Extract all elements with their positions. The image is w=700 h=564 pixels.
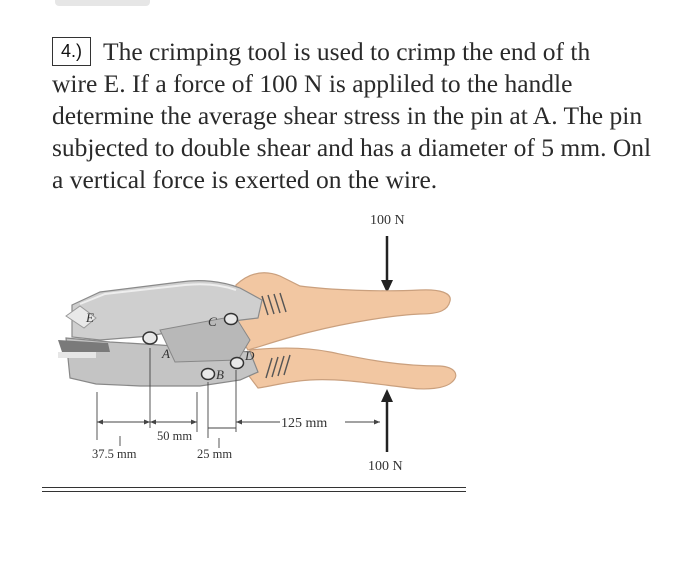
jaw-slot [58, 340, 110, 352]
dimension-25mm: 25 mm [197, 447, 232, 461]
pin-b [200, 367, 216, 381]
dimension-125mm: 125 mm [281, 416, 327, 431]
middle-link [159, 315, 251, 363]
pin-c [223, 312, 239, 326]
lower-handle [245, 347, 457, 390]
upper-grip-lines [261, 292, 287, 316]
upper-jaw-highlight [79, 283, 237, 305]
lower-grip-lines [265, 354, 291, 379]
problem-statement: 4.)The crimping tool is used to crimp th… [52, 36, 700, 196]
label-d: D [244, 348, 255, 363]
force-bottom-label: 100 N [368, 459, 403, 474]
dimension-tick-arrows [119, 436, 220, 448]
upper-handle [235, 272, 451, 351]
problem-line-3: determine the average shear stress in th… [52, 101, 643, 130]
wire-e [65, 305, 97, 329]
top-tab-decoration [55, 0, 150, 6]
label-a: A [161, 346, 170, 361]
problem-line-2: wire E. If a force of 100 N is appliled … [52, 69, 573, 98]
force-bottom-arrowhead [381, 389, 393, 402]
force-top-label: 100 N [370, 213, 405, 228]
label-e: E [85, 310, 94, 325]
pin-d [229, 356, 245, 370]
force-top-arrowhead [381, 280, 393, 293]
problem-line-4: subjected to double shear and has a diam… [52, 133, 652, 162]
dimension-arrowheads [97, 419, 380, 425]
divider-line-2 [42, 491, 466, 493]
jaw-gap [58, 352, 96, 358]
label-b: B [216, 367, 224, 382]
dimension-50mm: 50 mm [157, 429, 192, 443]
problem-line-5: a vertical force is exerted on the wire. [52, 165, 438, 194]
problem-number: 4.) [52, 37, 92, 66]
label-c: C [208, 314, 217, 329]
divider-line-1 [42, 487, 466, 489]
dimension-37-5mm: 37.5 mm [92, 447, 137, 461]
pin-a [142, 331, 158, 345]
problem-line-1: 4.)The crimping tool is used to crimp th… [52, 36, 700, 68]
